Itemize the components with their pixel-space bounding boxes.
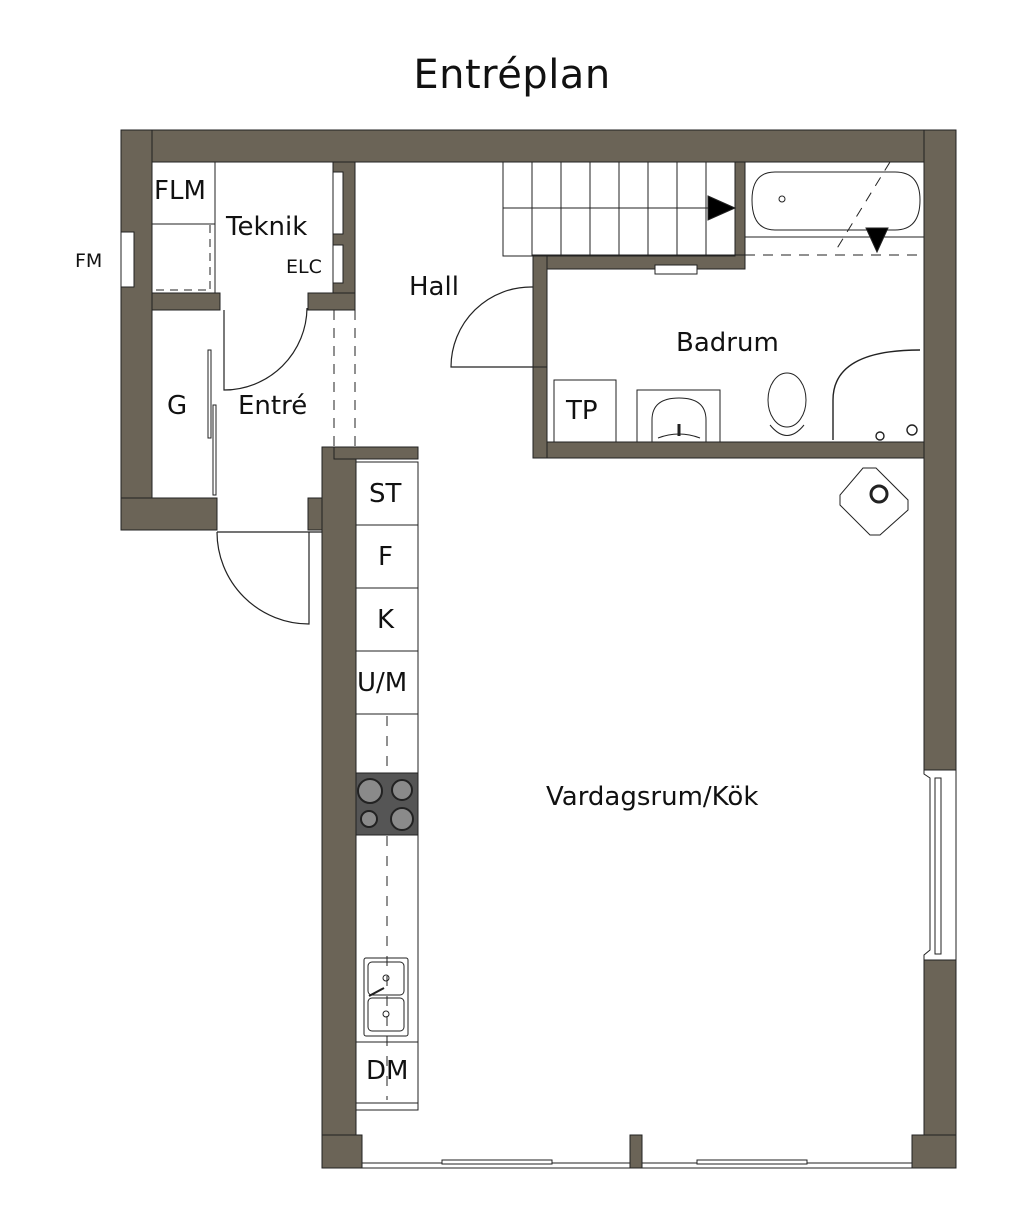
label-fm: FM bbox=[75, 250, 103, 272]
label-vardagsrum-kok: Vardagsrum/Kök bbox=[546, 782, 759, 812]
kitchen-unit-k: K bbox=[377, 605, 395, 635]
stove-icon bbox=[355, 772, 419, 836]
window-icon bbox=[923, 769, 957, 961]
door-icon bbox=[223, 307, 308, 391]
wall-top bbox=[120, 129, 957, 163]
window-icon bbox=[120, 231, 135, 288]
sink-icon bbox=[636, 389, 721, 443]
kitchen-unit-f: F bbox=[378, 542, 393, 572]
kitchen-unit-st: ST bbox=[369, 479, 402, 509]
toilet-icon bbox=[767, 372, 807, 436]
wall-bottom-left bbox=[120, 497, 218, 531]
label-badrum: Badrum bbox=[676, 328, 779, 358]
label-tp: TP bbox=[566, 396, 598, 426]
label-elc: ELC bbox=[286, 256, 322, 278]
floor-drain-icon bbox=[839, 467, 909, 536]
wall-left bbox=[120, 129, 153, 531]
label-garderob: G bbox=[167, 391, 188, 421]
label-teknik: Teknik bbox=[226, 212, 308, 242]
wall-right bbox=[923, 129, 957, 771]
kitchen-sink-icon bbox=[363, 957, 409, 1037]
kitchen-unit-um: U/M bbox=[357, 668, 408, 698]
label-flm: FLM bbox=[154, 176, 206, 206]
bathtub-icon bbox=[745, 161, 924, 256]
stair-icon bbox=[502, 161, 737, 257]
shower-icon bbox=[832, 349, 921, 441]
wall-kitchen-left bbox=[321, 446, 357, 1169]
label-hall: Hall bbox=[409, 272, 459, 302]
door-icon bbox=[450, 286, 534, 368]
label-entre: Entré bbox=[238, 391, 308, 421]
kitchen-unit-dm: DM bbox=[366, 1056, 409, 1086]
page-title: Entréplan bbox=[413, 52, 611, 98]
